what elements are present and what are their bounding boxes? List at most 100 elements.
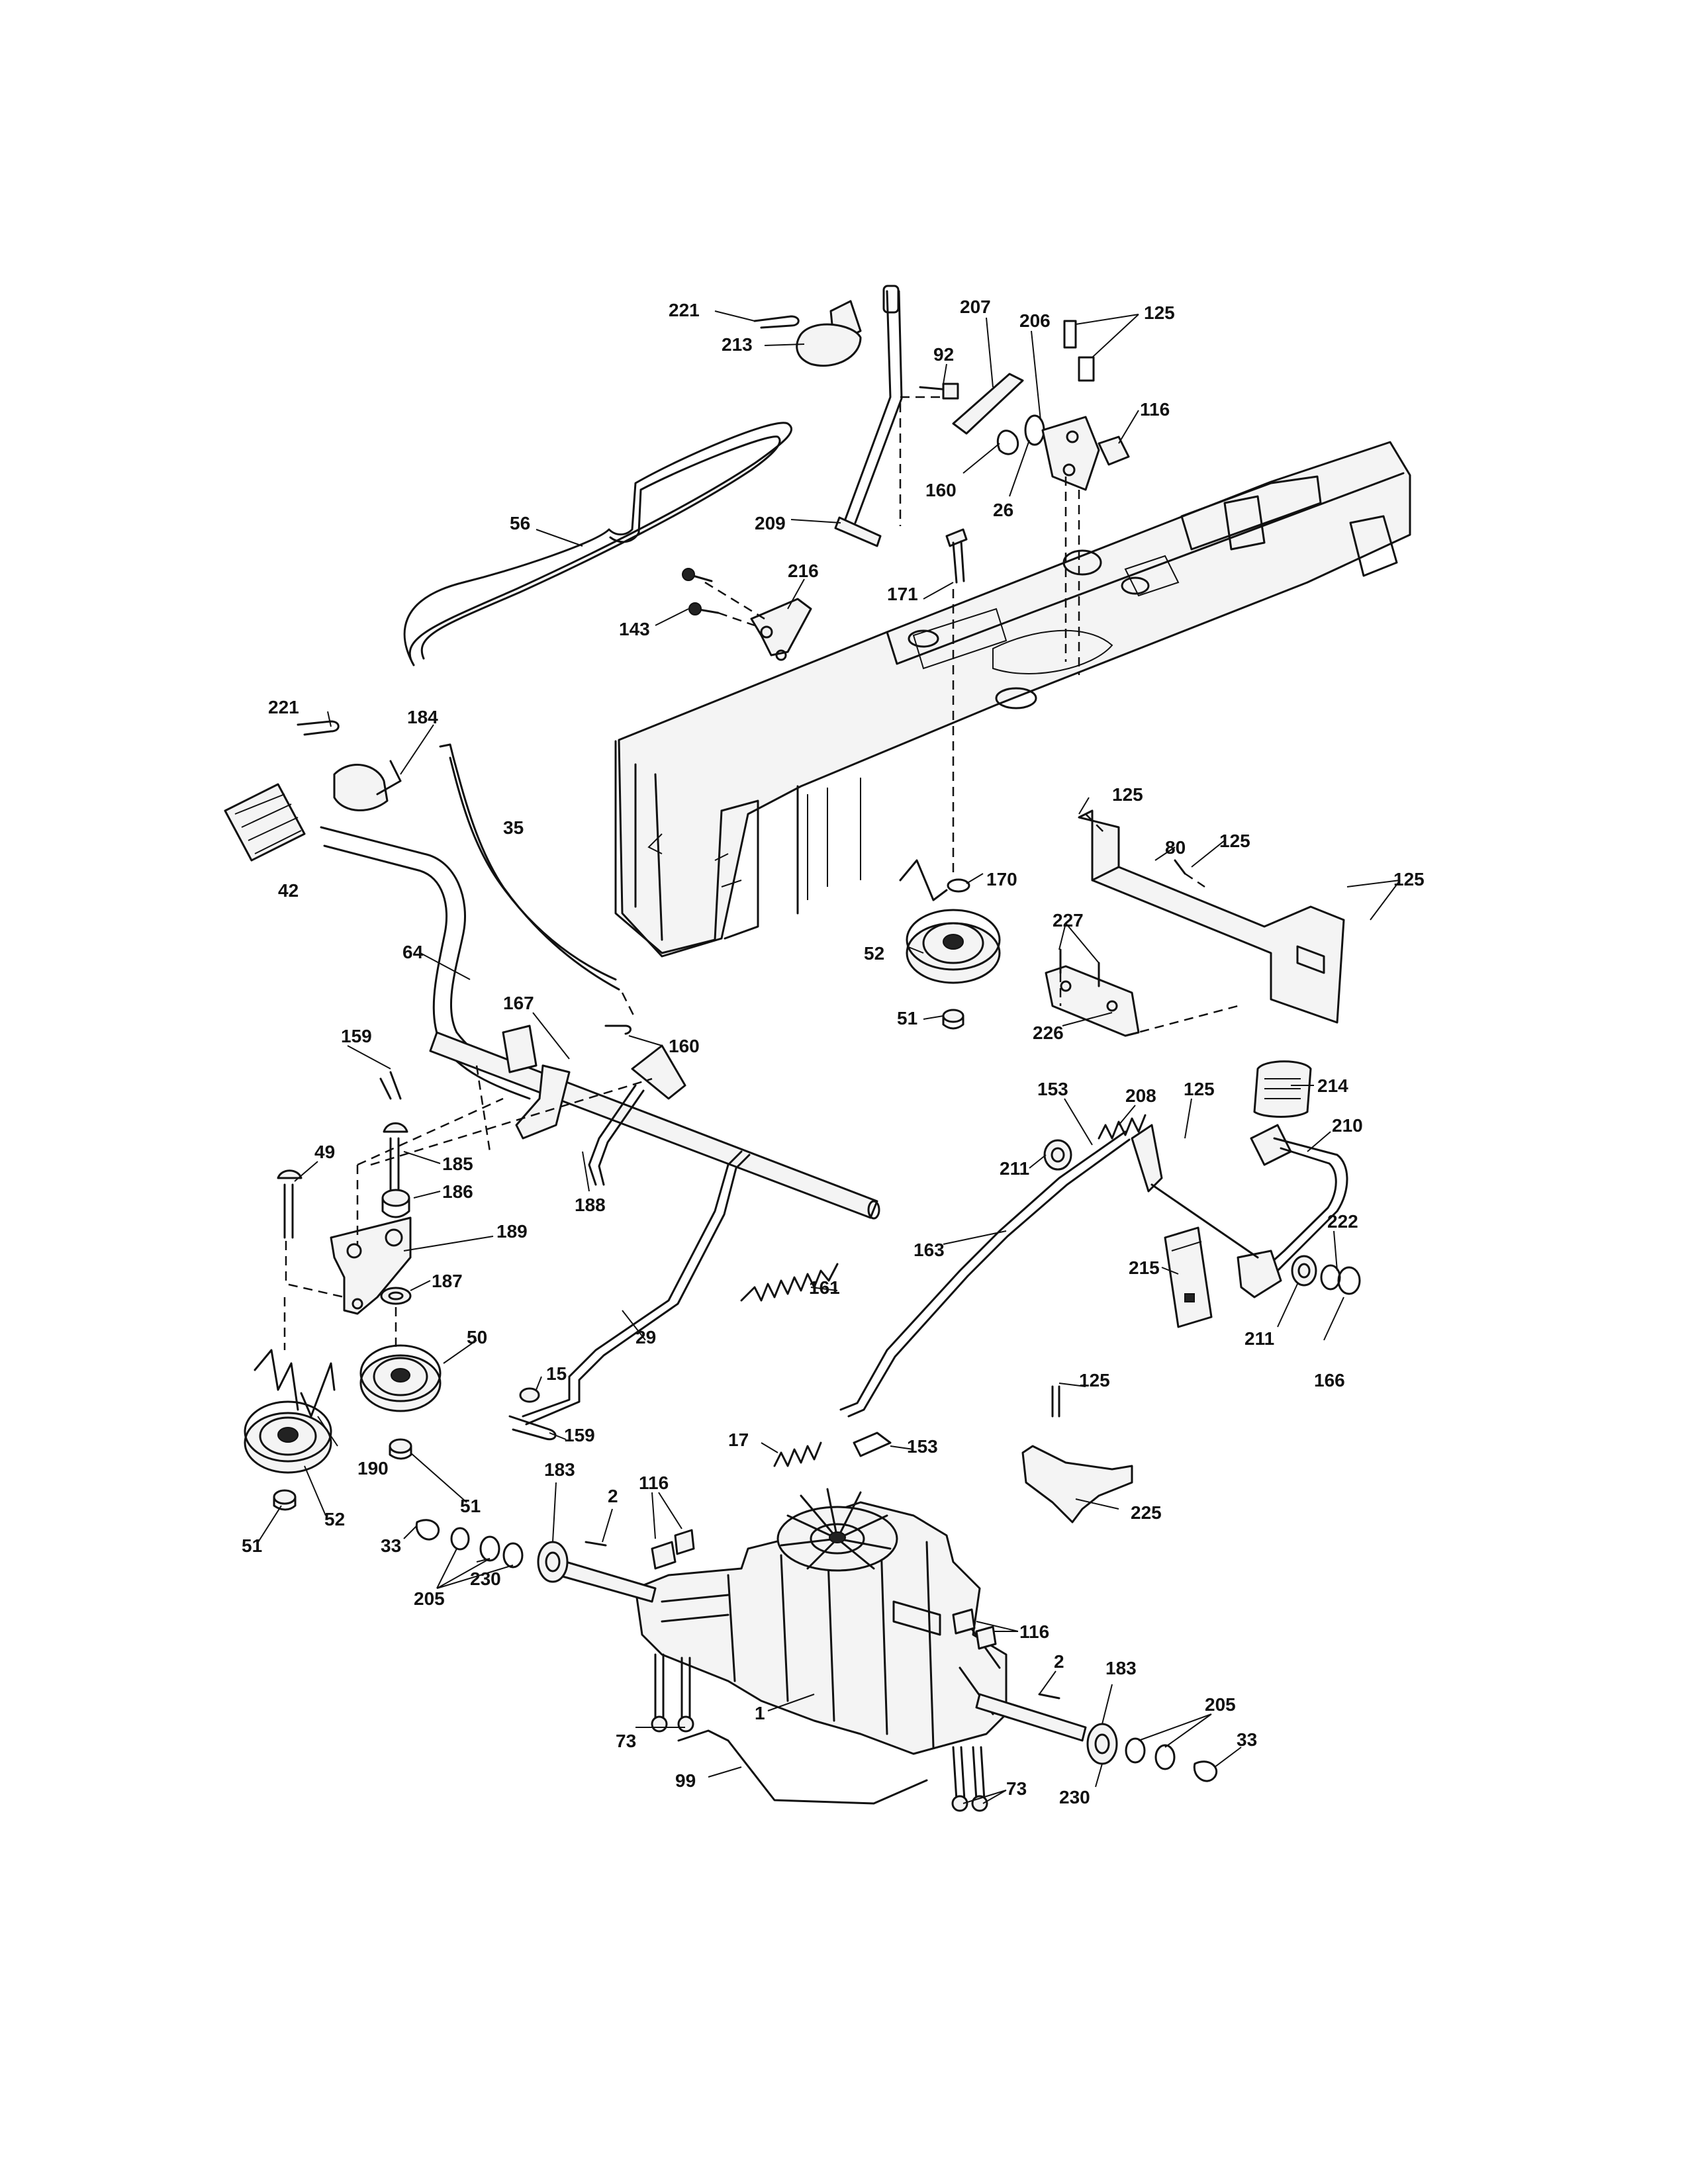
callout-92: 92 xyxy=(933,344,954,365)
callout-160: 160 xyxy=(925,480,957,500)
callout-205: 205 xyxy=(414,1588,445,1609)
rod-29 xyxy=(522,1150,751,1426)
callout-166: 166 xyxy=(1314,1370,1345,1390)
callout-222: 222 xyxy=(1327,1211,1358,1232)
callout-221: 221 xyxy=(669,300,700,320)
transaxle-1 xyxy=(634,1488,1008,1755)
callout-153: 153 xyxy=(1037,1079,1068,1099)
callout-42: 42 xyxy=(278,880,299,901)
callout-209: 209 xyxy=(755,513,786,533)
callout-1: 1 xyxy=(755,1703,765,1723)
callout-227: 227 xyxy=(1053,910,1084,931)
pin-153-b xyxy=(853,1432,892,1457)
pedal-arm-210 xyxy=(1150,1124,1348,1298)
cooling-fan xyxy=(780,1488,892,1570)
spring-17 xyxy=(773,1441,822,1467)
bracket-80 xyxy=(1078,809,1345,1024)
callout-29: 29 xyxy=(635,1327,656,1347)
axle-left xyxy=(561,1561,657,1603)
callout-163: 163 xyxy=(914,1240,945,1260)
washer-15 xyxy=(519,1387,540,1403)
callout-226: 226 xyxy=(1033,1023,1064,1043)
callout-188: 188 xyxy=(575,1195,606,1215)
callout-183-b: 183 xyxy=(1105,1658,1137,1678)
main-shaft xyxy=(379,1024,880,1220)
callout-211-b: 211 xyxy=(1244,1328,1274,1349)
pad-215 xyxy=(1164,1226,1213,1328)
callout-207: 207 xyxy=(960,296,991,317)
callout-125-d: 125 xyxy=(1393,869,1425,889)
spring-208 xyxy=(1098,1114,1147,1140)
bracket-189 xyxy=(277,1122,412,1315)
callout-183: 183 xyxy=(544,1459,575,1480)
callout-50: 50 xyxy=(467,1327,487,1347)
callout-2-b: 2 xyxy=(1054,1651,1064,1672)
callout-216: 216 xyxy=(788,561,819,581)
callout-33: 33 xyxy=(381,1535,401,1556)
callout-52-b: 52 xyxy=(324,1509,345,1529)
rod-35 xyxy=(439,743,620,991)
callout-51-b: 51 xyxy=(460,1496,481,1516)
drive-belt-56 xyxy=(403,422,792,666)
callout-labels: 221 213 92 207 206 125 116 160 26 56 209… xyxy=(242,296,1425,1807)
bracket-216 xyxy=(682,568,812,661)
callout-80: 80 xyxy=(1165,837,1186,858)
callout-26: 26 xyxy=(993,500,1013,520)
callout-143: 143 xyxy=(619,619,650,639)
leader-lines xyxy=(258,310,1401,1804)
callout-99: 99 xyxy=(675,1770,696,1791)
callout-33-b: 33 xyxy=(1237,1729,1257,1750)
callout-159-b: 159 xyxy=(564,1425,595,1445)
callout-210: 210 xyxy=(1332,1115,1363,1136)
axle-parts-right xyxy=(1038,1693,1218,1782)
plate-225 xyxy=(1021,1385,1133,1524)
callout-125-f: 125 xyxy=(1079,1370,1110,1390)
callout-221-b: 221 xyxy=(268,697,299,717)
rod-99 xyxy=(677,1729,928,1805)
callout-190: 190 xyxy=(357,1458,389,1479)
callout-15: 15 xyxy=(546,1363,567,1384)
spring-190 xyxy=(254,1349,336,1418)
callout-185: 185 xyxy=(442,1154,473,1174)
frame-chassis xyxy=(614,441,1411,958)
rod-188 xyxy=(588,1084,645,1186)
pin-159-b xyxy=(508,1415,557,1441)
pedal-pad-214 xyxy=(1253,1060,1312,1118)
callout-208: 208 xyxy=(1125,1085,1156,1106)
callout-51: 51 xyxy=(897,1008,917,1028)
nuts-116 xyxy=(651,1529,997,1650)
callout-184: 184 xyxy=(407,707,438,727)
callout-73-b: 73 xyxy=(1006,1778,1027,1799)
callout-215: 215 xyxy=(1129,1257,1160,1278)
rod-209 xyxy=(834,285,903,547)
callout-35: 35 xyxy=(503,817,524,838)
callout-52: 52 xyxy=(864,943,884,964)
knob-213 xyxy=(753,300,862,367)
callout-211: 211 xyxy=(1000,1158,1029,1179)
callout-230-b: 230 xyxy=(1059,1787,1090,1807)
spring-170 xyxy=(899,859,970,901)
callout-225: 225 xyxy=(1131,1502,1162,1523)
spring-161 xyxy=(740,1263,839,1302)
bushing-211-a xyxy=(1043,1139,1072,1171)
callout-230: 230 xyxy=(470,1569,501,1589)
callout-51-c: 51 xyxy=(242,1535,262,1556)
alignment-lines xyxy=(283,396,1239,1350)
callout-187: 187 xyxy=(432,1271,463,1291)
callout-116-c: 116 xyxy=(1019,1621,1049,1642)
bracket-226 xyxy=(1045,948,1140,1037)
upper-linkage xyxy=(919,320,1130,491)
nut-51-c xyxy=(273,1489,297,1511)
idler-pulley-52-left xyxy=(244,1400,332,1474)
callout-205-b: 205 xyxy=(1205,1694,1236,1715)
callout-153-b: 153 xyxy=(907,1436,938,1457)
callout-125-b: 125 xyxy=(1112,784,1143,805)
callout-206: 206 xyxy=(1019,310,1051,331)
pin-171 xyxy=(945,528,968,584)
bracket-pedal xyxy=(1131,1124,1163,1193)
grip-42 xyxy=(224,783,306,862)
callout-73: 73 xyxy=(616,1731,636,1751)
callout-116-b: 116 xyxy=(639,1473,669,1493)
callout-214: 214 xyxy=(1317,1075,1348,1096)
